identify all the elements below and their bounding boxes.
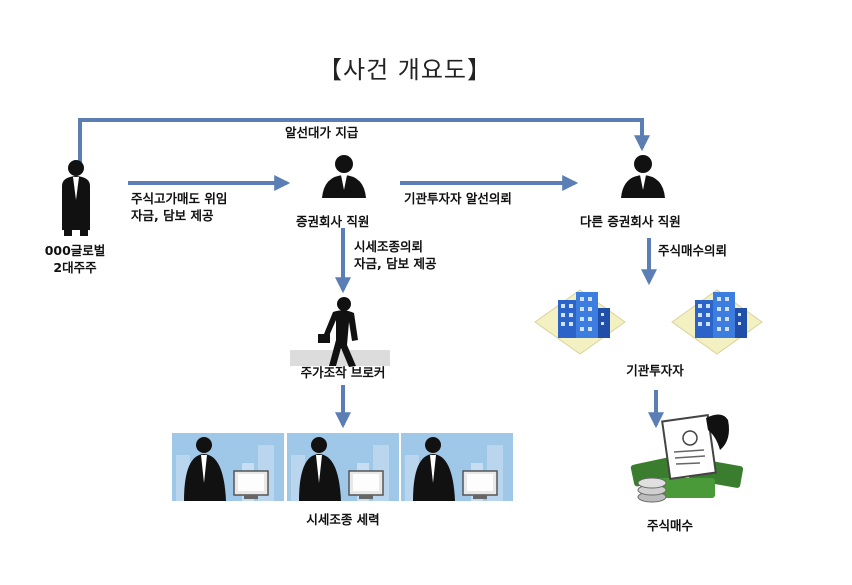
broker-label: 주가조작 브로커 xyxy=(300,365,386,380)
securities-staff-icon xyxy=(322,155,366,198)
manipulator-office-icon xyxy=(171,432,285,502)
stock-purchase-request-label: 주식매수의뢰 xyxy=(658,243,728,258)
commission-payment-label: 알선대가 지급 xyxy=(285,125,359,140)
stock-purchase-label: 주식매수 xyxy=(646,518,693,533)
shareholder-figure xyxy=(62,160,90,236)
manipulator-office-icon xyxy=(286,432,400,502)
manipulation-request-label: 시세조종의뢰 자금, 담보 제공 xyxy=(354,238,436,272)
manipulator-office-icon xyxy=(400,432,514,502)
delegation-label: 주식고가매도 위임 자금, 담보 제공 xyxy=(131,190,227,224)
stock-money-icon xyxy=(630,413,744,503)
manipulation-request-line2: 자금, 담보 제공 xyxy=(354,256,437,271)
securities-staff-label: 증권회사 직원 xyxy=(296,214,370,229)
diagram-title: 【사건 개요도】 xyxy=(317,56,493,84)
institution-building-icon xyxy=(534,289,626,355)
shareholder-label-line1: 000글로벌 xyxy=(44,243,106,258)
other-securities-staff-icon xyxy=(621,155,665,198)
institution-request-label: 기관투자자 알선의뢰 xyxy=(404,191,512,206)
delegation-label-line2: 자금, 담보 제공 xyxy=(131,208,214,223)
broker-icon xyxy=(290,297,390,367)
institution-building-icon xyxy=(671,289,763,355)
shareholder-label-line2: 2대주주 xyxy=(53,260,97,275)
other-securities-staff-label: 다른 증권회사 직원 xyxy=(580,214,681,229)
shareholder-label: 000글로벌 2대주주 xyxy=(30,242,120,276)
manipulation-group-label: 시세조종 세력 xyxy=(306,512,380,527)
delegation-label-line1: 주식고가매도 위임 xyxy=(131,191,228,206)
institutional-investor-label: 기관투자자 xyxy=(626,363,684,378)
flow-arrows xyxy=(78,118,664,429)
manipulation-request-line1: 시세조종의뢰 xyxy=(354,239,424,254)
